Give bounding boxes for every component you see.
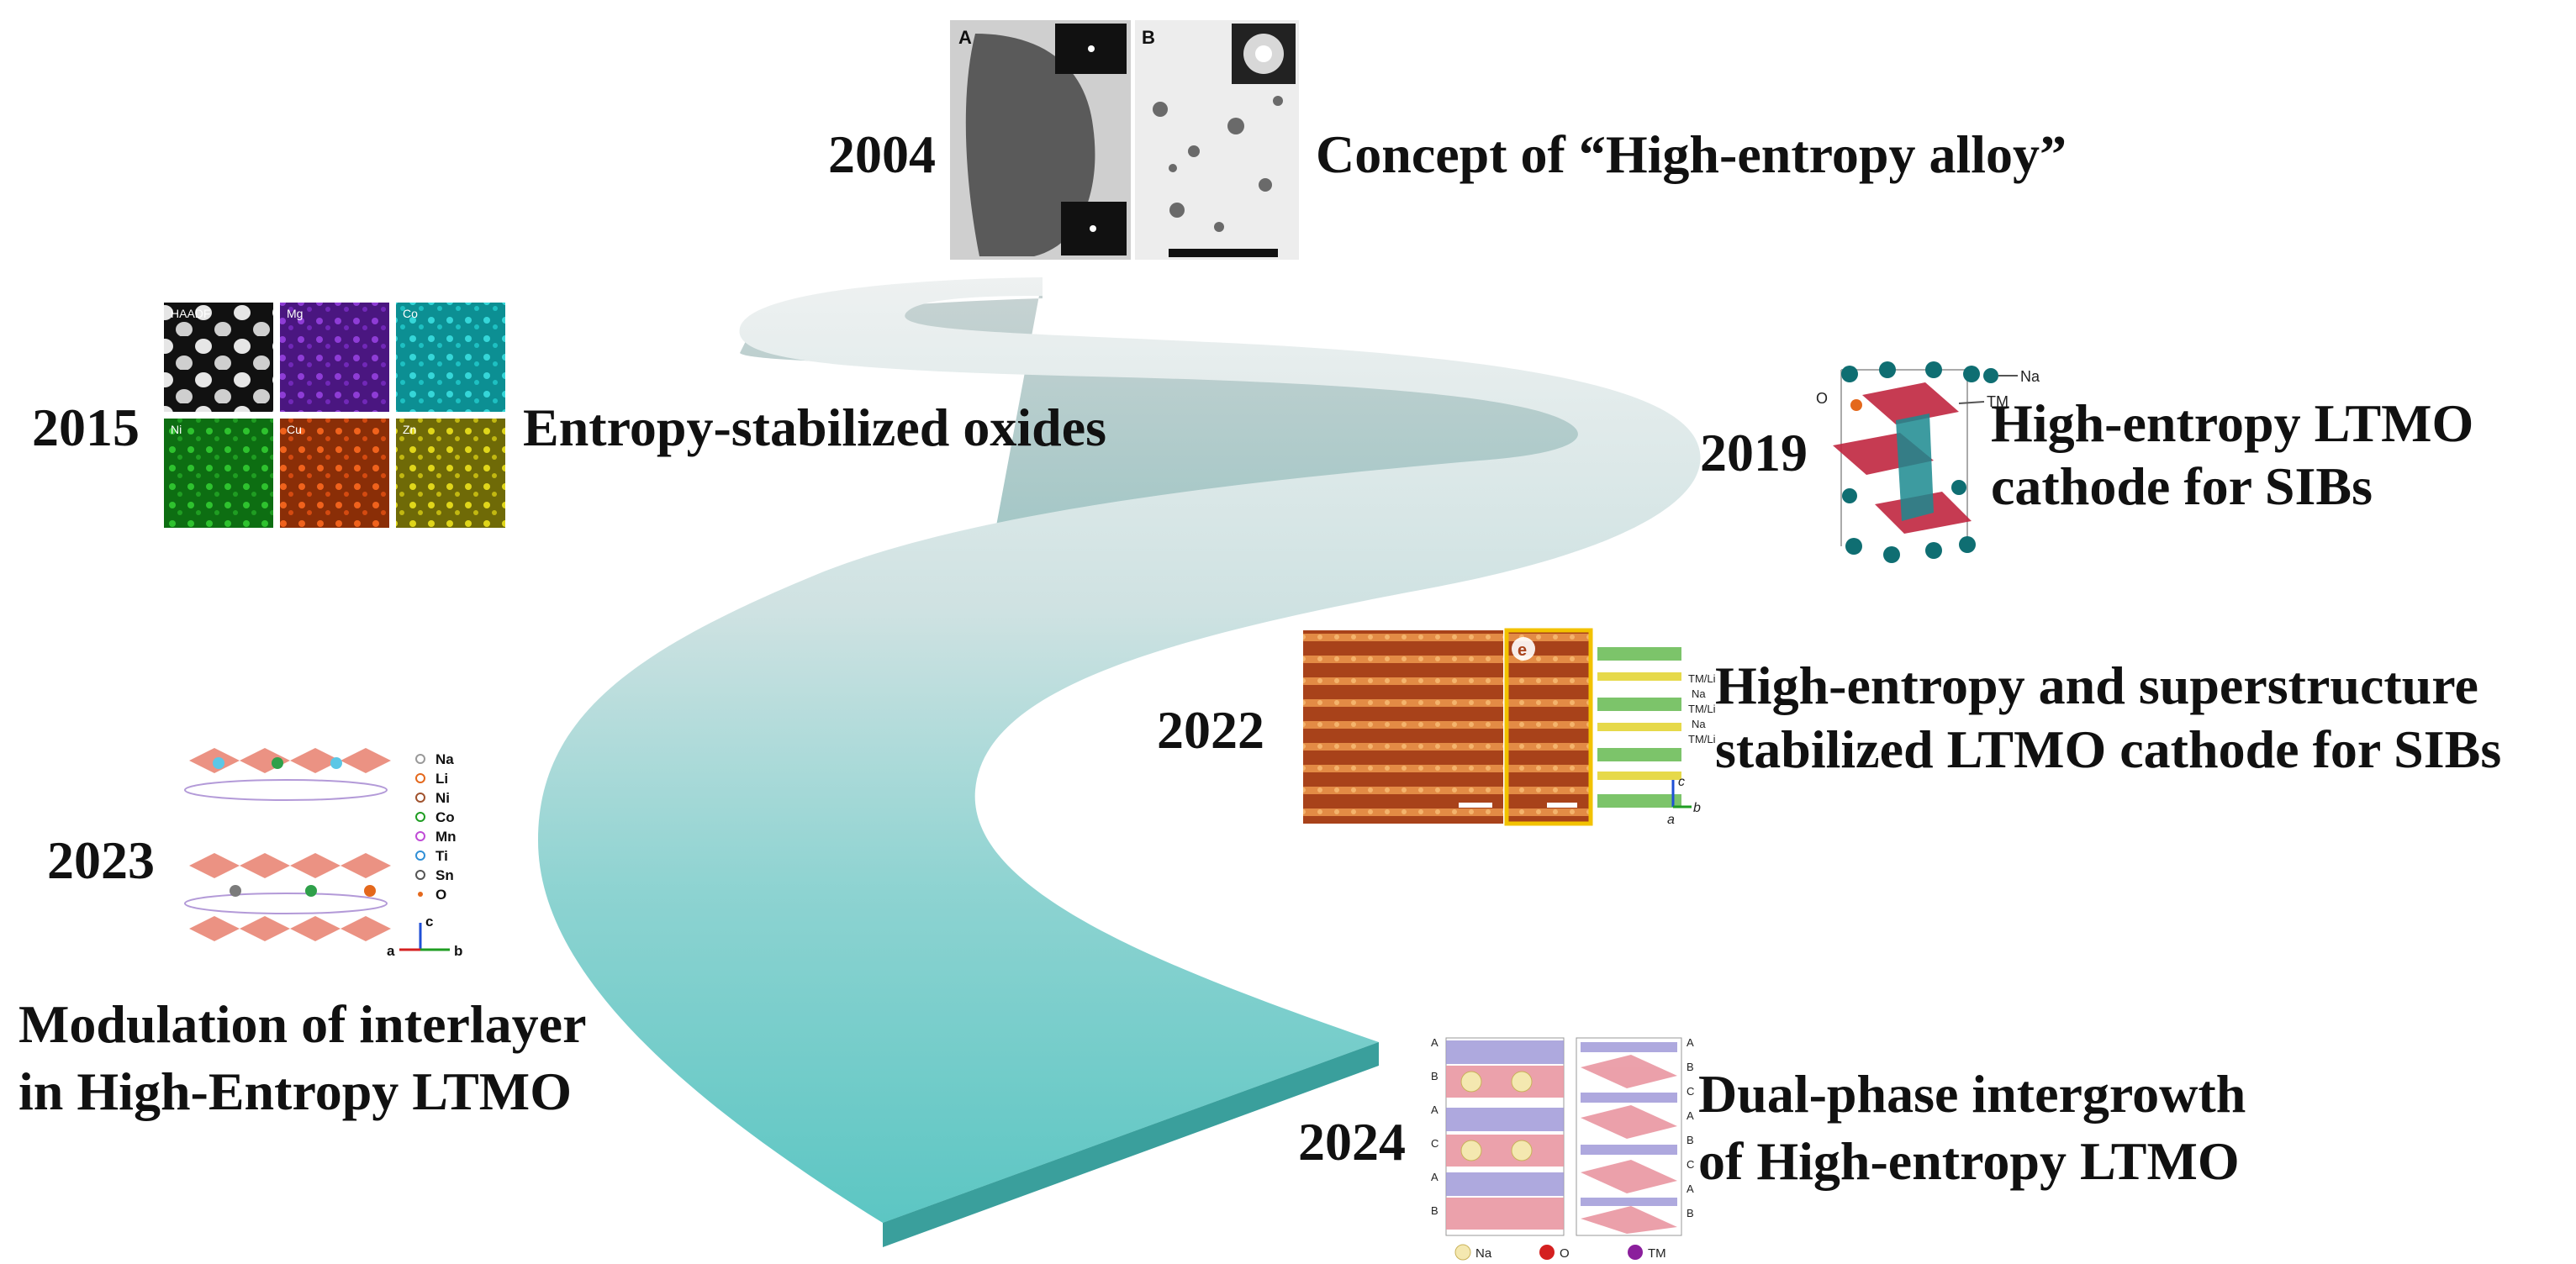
right-stacking-letter: C [1687, 1158, 1694, 1171]
hrtem-layer-label: TM/Li [1688, 733, 1716, 745]
left-stacking-letter: A [1431, 1103, 1438, 1116]
ribbon-surface [538, 277, 1701, 1223]
tem-images-2004: A B [950, 20, 1299, 260]
hrtem-axis-a: a [1667, 813, 1675, 827]
legend-2023-item: Co [435, 809, 455, 825]
axis-2023-c: c [425, 914, 433, 930]
legend-2023-item: Ni [435, 790, 450, 806]
right-stacking-letter: B [1687, 1134, 1694, 1146]
hrtem-panel-label: e [1518, 641, 1527, 660]
legend-2024-item: Na [1475, 1246, 1492, 1261]
right-stacking-letter: C [1687, 1085, 1694, 1098]
year-2024: 2024 [1298, 1112, 1406, 1172]
year-2015: 2015 [32, 398, 140, 457]
legend-2023-item: O [435, 887, 446, 903]
legend-2023-item: Li [435, 771, 448, 787]
ribbon-side [740, 277, 1665, 1244]
right-stacking-letter: A [1687, 1036, 1694, 1049]
milestone-2019-description-line1: High-entropy LTMO [1991, 393, 2474, 453]
left-stacking-letter: A [1431, 1171, 1438, 1183]
legend-2023-item: Na [435, 751, 454, 767]
milestone-2023-description-line1: Modulation of interlayer [18, 994, 587, 1054]
right-stacking-letter: A [1687, 1182, 1694, 1195]
eds-tile-label: Mg [287, 307, 303, 320]
legend-2024-item: O [1560, 1246, 1570, 1261]
left-stacking-letter: B [1431, 1070, 1438, 1082]
left-stacking-letter: C [1431, 1137, 1438, 1150]
legend-2023-item: Ti [435, 848, 448, 864]
legend-2023-item: Mn [435, 829, 457, 845]
tem-panel-a-label: A [958, 27, 972, 48]
milestone-2019-description-line2: cathode for SIBs [1991, 456, 2373, 516]
hrtem-layer-label: TM/Li [1688, 672, 1716, 685]
right-stacking-letter: B [1687, 1061, 1694, 1073]
stacking-left-labels: A B A C A B [1431, 1036, 1438, 1217]
milestone-2024-description-line2: of High-entropy LTMO [1698, 1131, 2240, 1191]
milestone-2004-description: Concept of “High-entropy alloy” [1316, 124, 2067, 184]
dual-phase-structure-2024: Na O TM [1445, 1037, 1682, 1261]
structure-label-tm: TM [1987, 393, 2009, 410]
layered-structure-2023: Na Li Ni Co Mn Ti Sn O c a b [184, 748, 462, 959]
hrtem-layer-label: TM/Li [1688, 703, 1716, 715]
eds-mapping-2015: HAADF Mg Co Ni Cu Zn [164, 303, 505, 528]
crystal-structure-2019: Na TM O [1816, 361, 2040, 563]
hrtem-layer-label: Na [1692, 687, 1706, 700]
structure-label-o: O [1816, 390, 1828, 407]
eds-tile-label: Cu [287, 423, 302, 436]
legend-2023-item: Sn [435, 867, 454, 883]
axis-2023-a: a [387, 943, 395, 959]
year-2022: 2022 [1157, 700, 1264, 760]
ribbon-end-edge [883, 1042, 1379, 1247]
hrtem-axis-b: b [1693, 801, 1701, 815]
year-2023: 2023 [47, 830, 155, 890]
eds-tile-label: Co [403, 307, 418, 320]
hrtem-axis-c: c [1678, 775, 1685, 789]
eds-tile-label: HAADF [171, 307, 210, 320]
right-stacking-letter: B [1687, 1207, 1694, 1219]
left-stacking-letter: B [1431, 1204, 1438, 1217]
year-2004: 2004 [828, 124, 936, 184]
right-stacking-letter: A [1687, 1109, 1694, 1122]
milestone-2024-description-line1: Dual-phase intergrowth [1698, 1064, 2246, 1124]
axis-2023-b: b [454, 943, 462, 959]
eds-tile-label: Zn [403, 423, 416, 436]
legend-2024-item: TM [1648, 1246, 1666, 1261]
milestone-2023-description-line2: in High-Entropy LTMO [18, 1061, 572, 1121]
hrtem-2022: e TM/Li Na TM/Li Na TM/Li c b a [1303, 628, 1716, 827]
hrtem-layer-label: Na [1692, 718, 1706, 730]
eds-tile-label: Ni [171, 423, 182, 436]
year-2019: 2019 [1700, 423, 1808, 482]
left-stacking-letter: A [1431, 1036, 1438, 1049]
structure-label-na: Na [2020, 368, 2040, 385]
milestone-2015-description: Entropy-stabilized oxides [523, 398, 1106, 457]
milestone-2022-description-line2: stabilized LTMO cathode for SIBs [1715, 719, 2502, 779]
milestone-2022-description-line1: High-entropy and superstructure [1715, 656, 2478, 715]
tem-panel-b-label: B [1142, 27, 1155, 48]
timeline-ribbon [538, 277, 1701, 1247]
